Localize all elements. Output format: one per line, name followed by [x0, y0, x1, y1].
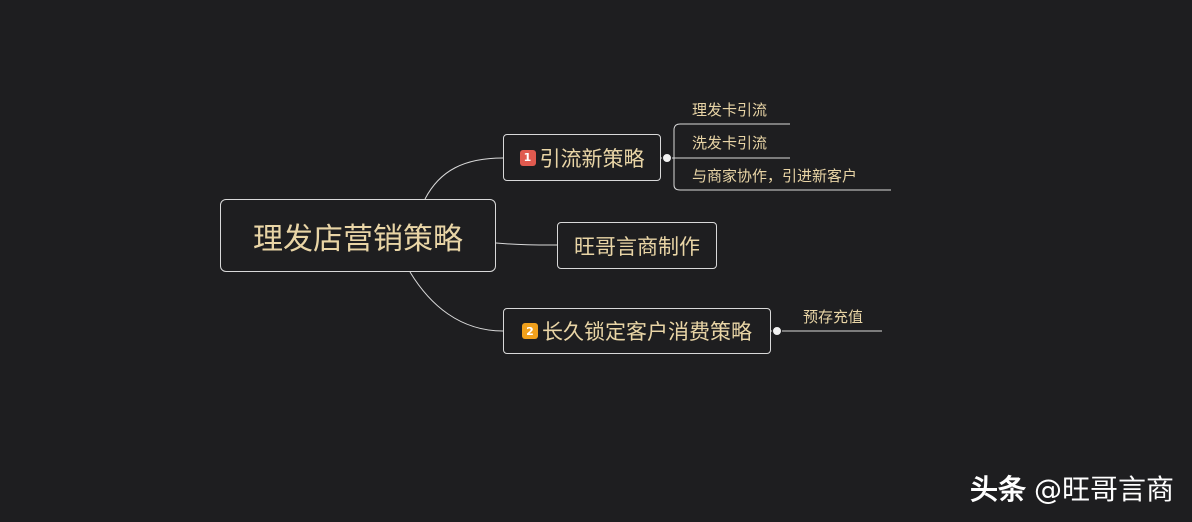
- branch-topic-label: 长久锁定客户消费策略: [542, 320, 752, 344]
- connector-leaf1: [673, 123, 790, 158]
- connector-root-branch1: [424, 157, 504, 200]
- watermark-brand: 头条: [969, 473, 1026, 506]
- subtopic-wash-card[interactable]: 洗发卡引流: [692, 134, 768, 152]
- root-topic[interactable]: 理发店营销策略: [220, 199, 496, 272]
- branch-topic-acquisition[interactable]: 1 引流新策略: [503, 134, 661, 181]
- connector-root-branch2: [495, 242, 558, 246]
- priority-1-icon: 1: [519, 149, 536, 166]
- collapse-toggle-branch1: [662, 153, 672, 163]
- branch-topic-credit[interactable]: 旺哥言商制作: [557, 222, 717, 269]
- priority-2-icon: 2: [522, 323, 538, 339]
- subtopic-prepaid-recharge[interactable]: 预存充值: [803, 308, 864, 326]
- collapse-toggle-branch3: [772, 326, 782, 336]
- branch-topic-retention[interactable]: 2 长久锁定客户消费策略: [503, 308, 771, 354]
- watermark-handle: @旺哥言商: [1033, 473, 1174, 506]
- connector-root-branch3: [409, 271, 504, 332]
- root-topic-label: 理发店营销策略: [253, 221, 463, 257]
- watermark: 头条@旺哥言商: [970, 468, 1174, 508]
- branch-topic-label: 旺哥言商制作: [574, 234, 700, 259]
- subtopic-merchant-partnership[interactable]: 与商家协作，引进新客户: [692, 167, 858, 185]
- subtopic-haircut-card[interactable]: 理发卡引流: [692, 101, 768, 119]
- connector-leaf3: [673, 158, 891, 191]
- branch-topic-label: 引流新策略: [539, 146, 645, 171]
